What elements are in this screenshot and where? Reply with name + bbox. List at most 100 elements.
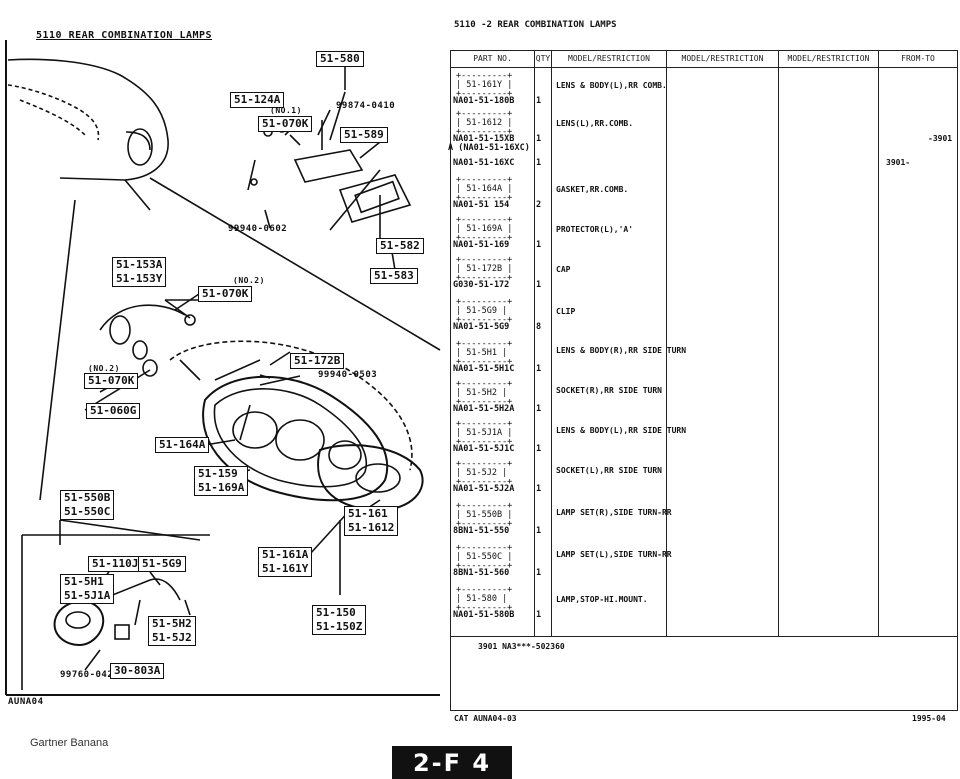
callout-51-169a: 51-169A [198,481,245,494]
from-to: 3901- [886,158,911,167]
quantity: 1 [536,484,542,494]
quantity: 1 [536,158,542,168]
callout-51-150: 51-150 [316,606,356,619]
quantity: 8 [536,322,542,332]
page-tab: 2-F 4 [392,746,512,779]
callout-51-070k-top: 51-070K [258,116,313,132]
quantity: 1 [536,568,542,578]
description: LAMP,STOP-HI.MOUNT. [556,595,648,604]
callout-51-070k-mid: 51-070K [198,286,253,302]
col-model-3: MODEL/RESTRICTION [787,54,870,63]
callout-51-589: 51-589 [340,127,388,143]
callout-51-5h2-group: 51-5H2 51-5J2 [148,616,196,646]
callout-51-161a-group: 51-161A 51-161Y [258,547,313,577]
callout-51-582: 51-582 [376,238,424,254]
sheet-note: 3901 NA3***-502360 [478,642,565,651]
ref-key-box: +---------+| 51-5H2 |+---------+ [456,379,513,407]
callout-51-161-group: 51-161 51-1612 [344,506,399,536]
ref-key-box: +---------+| 51-5G9 |+---------+ [456,297,513,325]
ref-key-box: +---------+| 51-5J1A |+---------+ [456,419,513,447]
sheet-footer-left: CAT AUNA04-03 [454,714,517,723]
alternate-part-number: A (NA01-51-16XC) [448,143,530,153]
ref-key-box: +---------+| 51-550B |+---------+ [456,501,513,529]
part-number: NA01-51-15XB [453,134,515,144]
callout-51-583: 51-583 [370,268,418,284]
description: LENS(L),RR.COMB. [556,119,634,128]
callout-51-153y: 51-153Y [116,272,163,285]
diagram-footer-code: AUNA04 [8,697,44,707]
ref-key-box: +---------+| 51-5J2 |+---------+ [456,459,513,487]
ref-key-box: +---------+| 51-1612 |+---------+ [456,109,513,137]
label-99940-0602: 99940-0602 [228,224,288,234]
callout-51-161y: 51-161Y [262,562,309,575]
description: GASKET,RR.COMB. [556,185,629,194]
part-number: 8BN1-51-560 [453,568,510,578]
parts-list-sheet: 5110 -2 REAR COMBINATION LAMPS PART NO. … [448,0,960,723]
label-99874-0410: 99874-0410 [336,101,396,111]
col-model-1: MODEL/RESTRICTION [568,54,650,63]
quantity: 1 [536,526,542,536]
from-to: -3901 [928,134,953,143]
col-part-no: PART NO. [473,54,512,63]
ref-key-box: +---------+| 51-164A |+---------+ [456,175,513,203]
callout-51-153a: 51-153A [116,258,163,271]
credit-text: Gartner Banana [30,737,109,749]
diagram-header: 5110 REAR COMBINATION LAMPS [36,30,213,41]
callout-51-550c: 51-550C [64,505,111,518]
callout-51-5j2: 51-5J2 [152,631,192,644]
ref-key-box: +---------+| 51-5H1 |+---------+ [456,339,513,367]
label-99760-0420: 99760-0420 [60,670,120,680]
part-number: NA01-51-580B [453,610,515,620]
part-number: NA01-51-16XC [453,158,515,168]
description: LENS & BODY(L),RR COMB. [556,81,667,90]
ref-key-box: +---------+| 51-161Y |+---------+ [456,71,513,99]
quantity: 1 [536,610,542,620]
callout-51-161: 51-161 [348,507,388,520]
label-no1: (NO.1) [270,106,302,115]
callout-51-550-group: 51-550B 51-550C [60,490,115,520]
description: LENS & BODY(L),RR SIDE TURN [556,426,687,435]
callout-51-150z: 51-150Z [316,620,363,633]
callout-51-159: 51-159 [198,467,238,480]
part-number: NA01-51-180B [453,96,515,106]
quantity: 1 [536,96,542,106]
part-number: G030-51-172 [453,280,510,290]
callout-51-580: 51-580 [316,51,364,67]
col-from-to: FROM-TO [901,54,935,63]
sheet-header: 5110 -2 REAR COMBINATION LAMPS [454,20,617,30]
callout-51-159-group: 51-159 51-169A [194,466,249,496]
callout-51-070k-left: 51-070K [84,373,139,389]
quantity: 2 [536,200,542,210]
callout-51-164a: 51-164A [155,437,210,453]
quantity: 1 [536,364,542,374]
callout-51-124a: 51-124A [230,92,285,108]
callout-51-060g: 51-060G [86,403,141,419]
ref-key-box: +---------+| 51-172B |+---------+ [456,255,513,283]
callout-51-161a: 51-161A [262,548,309,561]
part-number: NA01-51-5H2A [453,404,515,414]
quantity: 1 [536,444,542,454]
quantity: 1 [536,134,542,144]
part-number: NA01-51-5J2A [453,484,515,494]
callout-51-5h1: 51-5H1 [64,575,104,588]
label-no2-left: (NO.2) [88,364,120,373]
label-no2-top: (NO.2) [233,276,265,285]
description: CAP [556,265,571,274]
description: SOCKET(R),RR SIDE TURN [556,386,662,395]
callout-51-153-group: 51-153A 51-153Y [112,257,167,287]
description: LAMP SET(R),SIDE TURN-RR [556,508,672,517]
part-number: NA01-51 154 [453,200,510,210]
callout-51-150-group: 51-150 51-150Z [312,605,367,635]
callout-51-5h2: 51-5H2 [152,617,192,630]
label-99940-0503: 99940-0503 [318,370,378,380]
part-number: NA01-51-5J1C [453,444,515,454]
quantity: 1 [536,404,542,414]
callout-51-5j1a: 51-5J1A [64,589,111,602]
description: PROTECTOR(L),'A' [556,225,634,234]
callout-51-5h1-group: 51-5H1 51-5J1A [60,574,115,604]
exploded-parts-diagram: 5110 REAR COMBINATION LAMPS [0,0,445,715]
quantity: 1 [536,280,542,290]
ref-key-box: +---------+| 51-580 |+---------+ [456,585,513,613]
ref-key-box: +---------+| 51-550C |+---------+ [456,543,513,571]
callout-51-1612: 51-1612 [348,521,395,534]
